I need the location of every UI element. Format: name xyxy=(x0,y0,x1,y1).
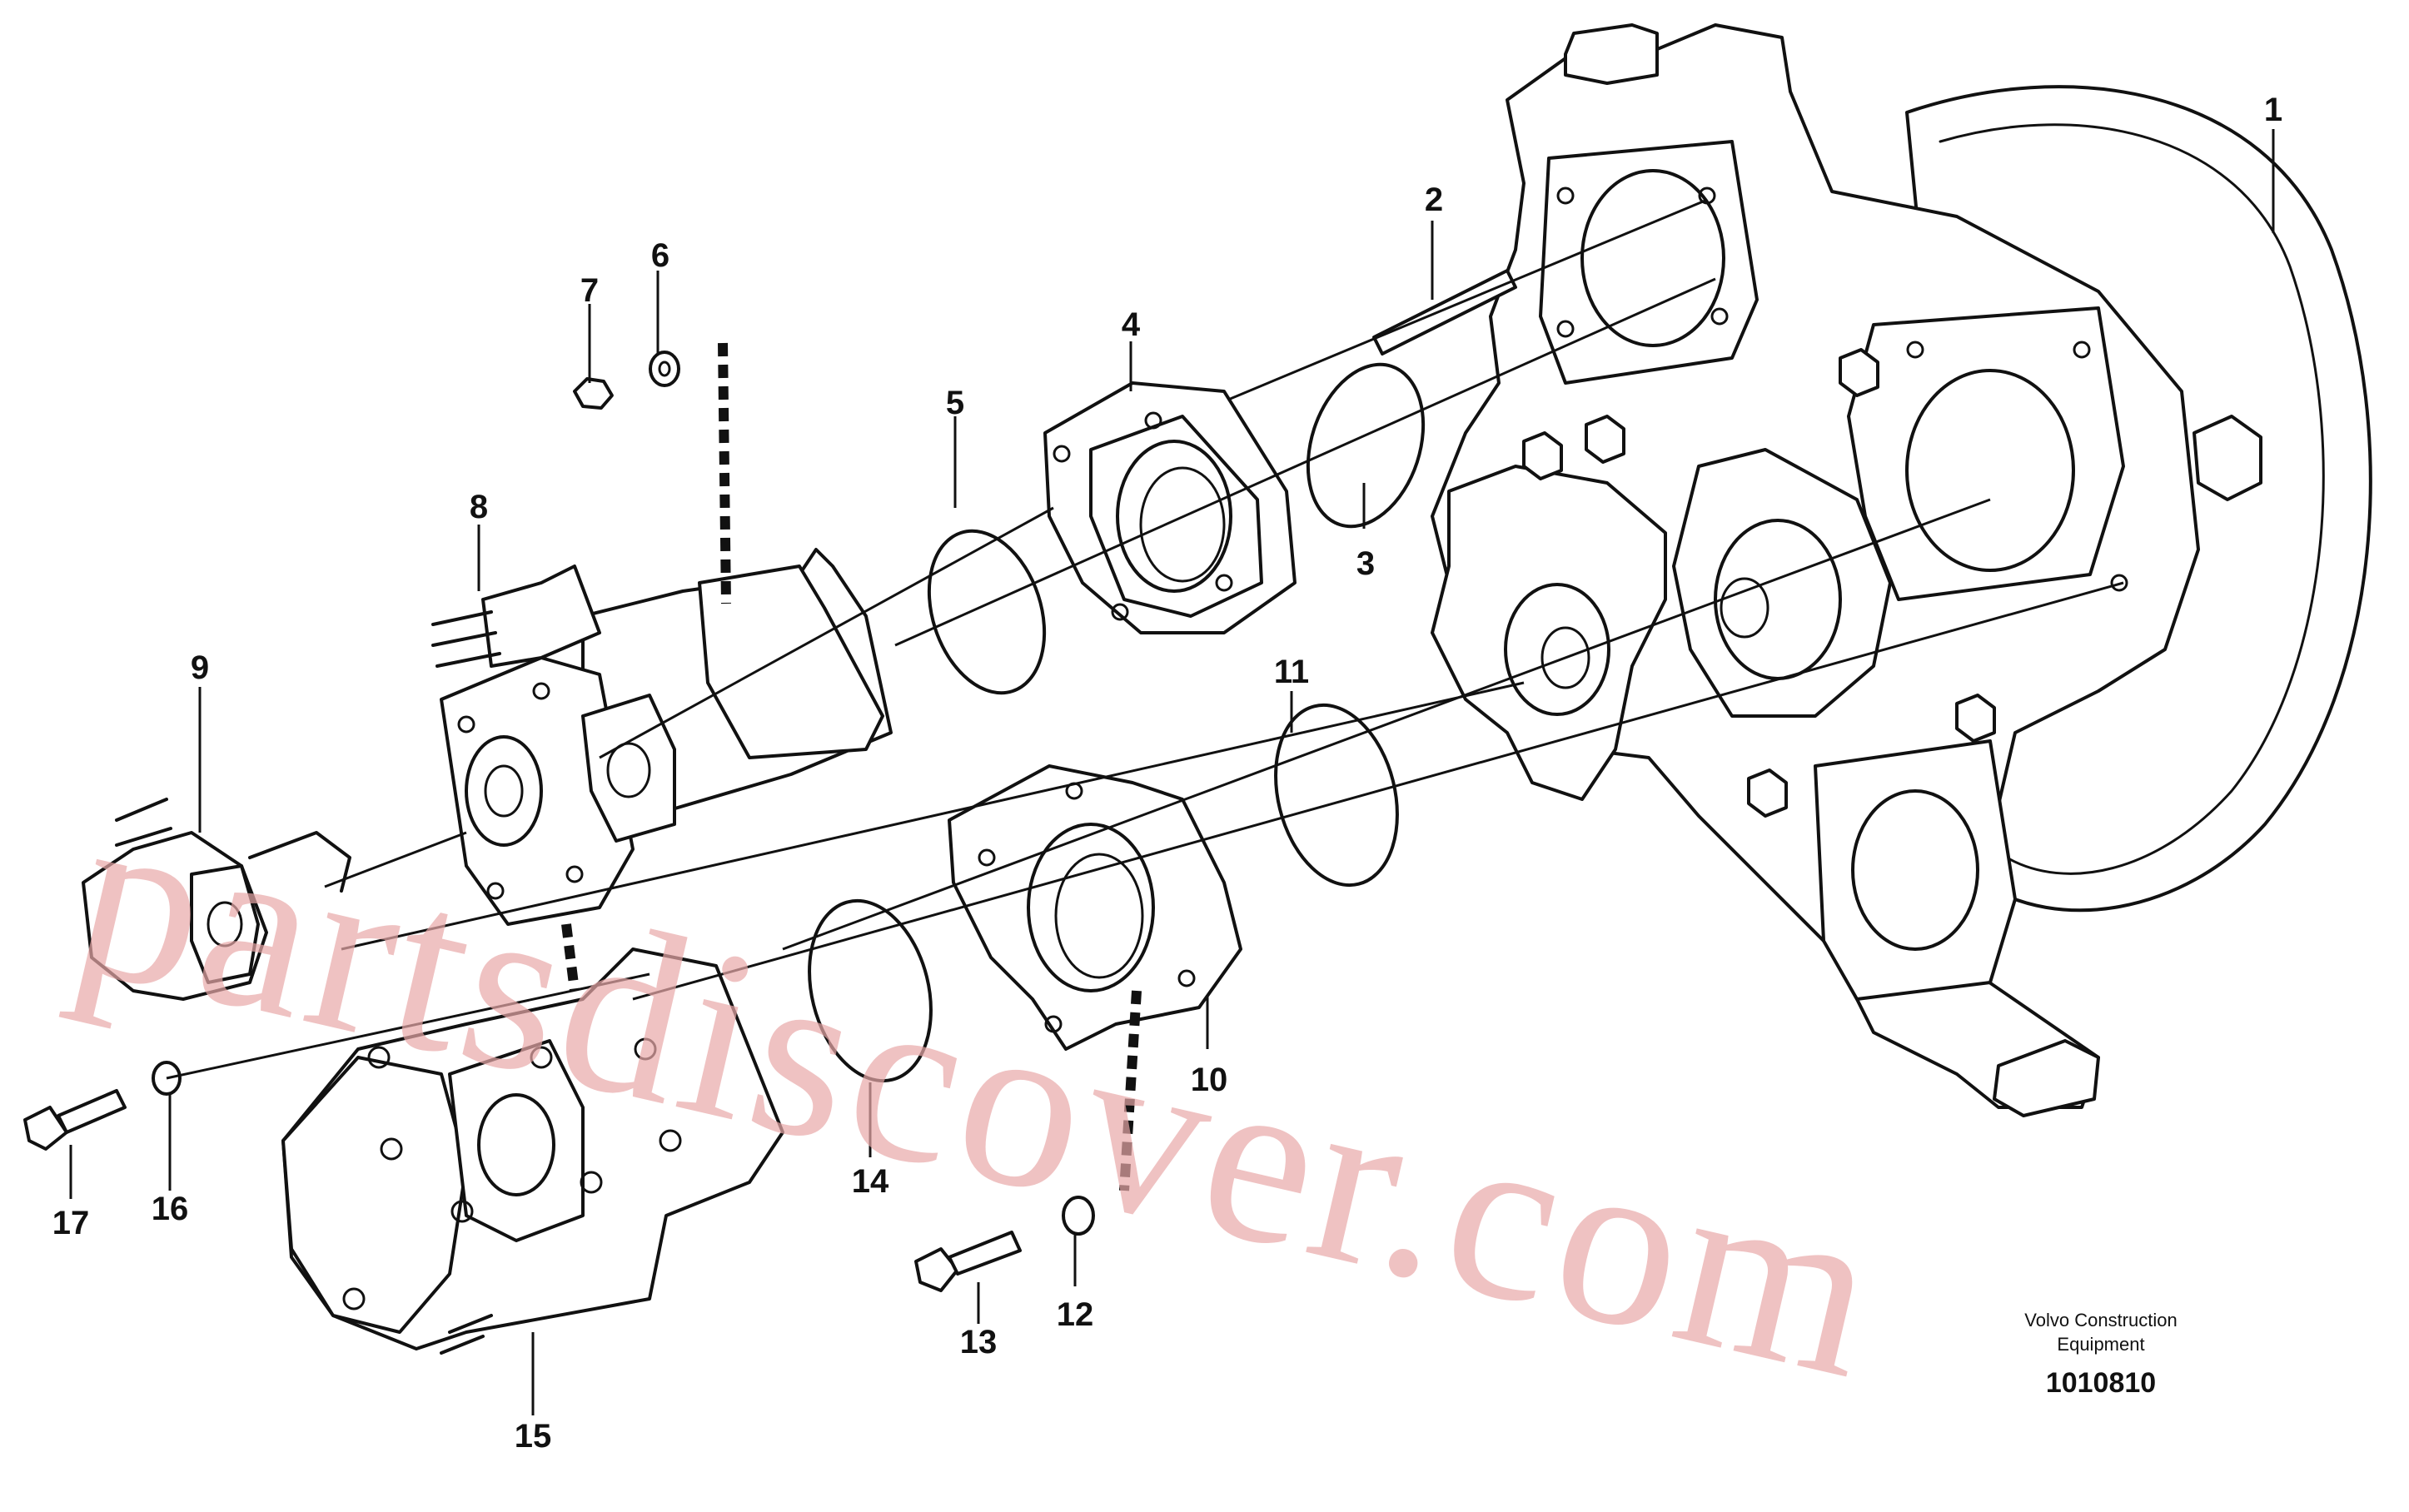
callout-labels: 1 2 3 4 5 6 7 8 9 10 11 12 13 14 15 16 1… xyxy=(52,92,2282,1455)
o-ring-11 xyxy=(1274,703,1399,888)
callout-14: 14 xyxy=(852,1163,889,1200)
callout-9: 9 xyxy=(191,649,209,686)
callout-16: 16 xyxy=(152,1191,189,1227)
callout-3: 3 xyxy=(1356,545,1375,582)
housing-bolts xyxy=(1522,348,2262,818)
credit-block: Volvo Construction Equipment 1010810 xyxy=(2024,1310,2177,1399)
callout-13: 13 xyxy=(960,1324,998,1360)
callout-1: 1 xyxy=(2264,92,2282,128)
assembly-lines xyxy=(166,198,2124,1191)
drawing-number: 1010810 xyxy=(2046,1367,2156,1399)
callout-8: 8 xyxy=(470,489,488,525)
callout-4: 4 xyxy=(1122,306,1141,343)
credit-line-1: Volvo Construction xyxy=(2024,1310,2177,1330)
callout-7: 7 xyxy=(580,272,599,309)
callout-6: 6 xyxy=(651,237,669,274)
pump-drive-housing xyxy=(1431,23,2372,1117)
credit-line-2: Equipment xyxy=(2057,1334,2144,1355)
o-ring-14 xyxy=(808,898,933,1083)
lower-gear-pump xyxy=(281,947,784,1355)
callout-5: 5 xyxy=(946,385,964,421)
auxiliary-pump xyxy=(82,798,351,1001)
callout-10: 10 xyxy=(1191,1062,1228,1098)
o-ring-3 xyxy=(1306,362,1426,529)
lower-adapter-flange xyxy=(948,764,1242,1051)
upper-adapter-flange xyxy=(1043,381,1297,634)
callout-2: 2 xyxy=(1425,182,1443,218)
callout-12: 12 xyxy=(1057,1296,1094,1333)
callout-11: 11 xyxy=(1274,654,1309,690)
hardware xyxy=(23,269,1517,1292)
callout-leaders xyxy=(69,129,2275,1415)
callout-15: 15 xyxy=(515,1418,552,1455)
callout-17: 17 xyxy=(52,1205,90,1241)
